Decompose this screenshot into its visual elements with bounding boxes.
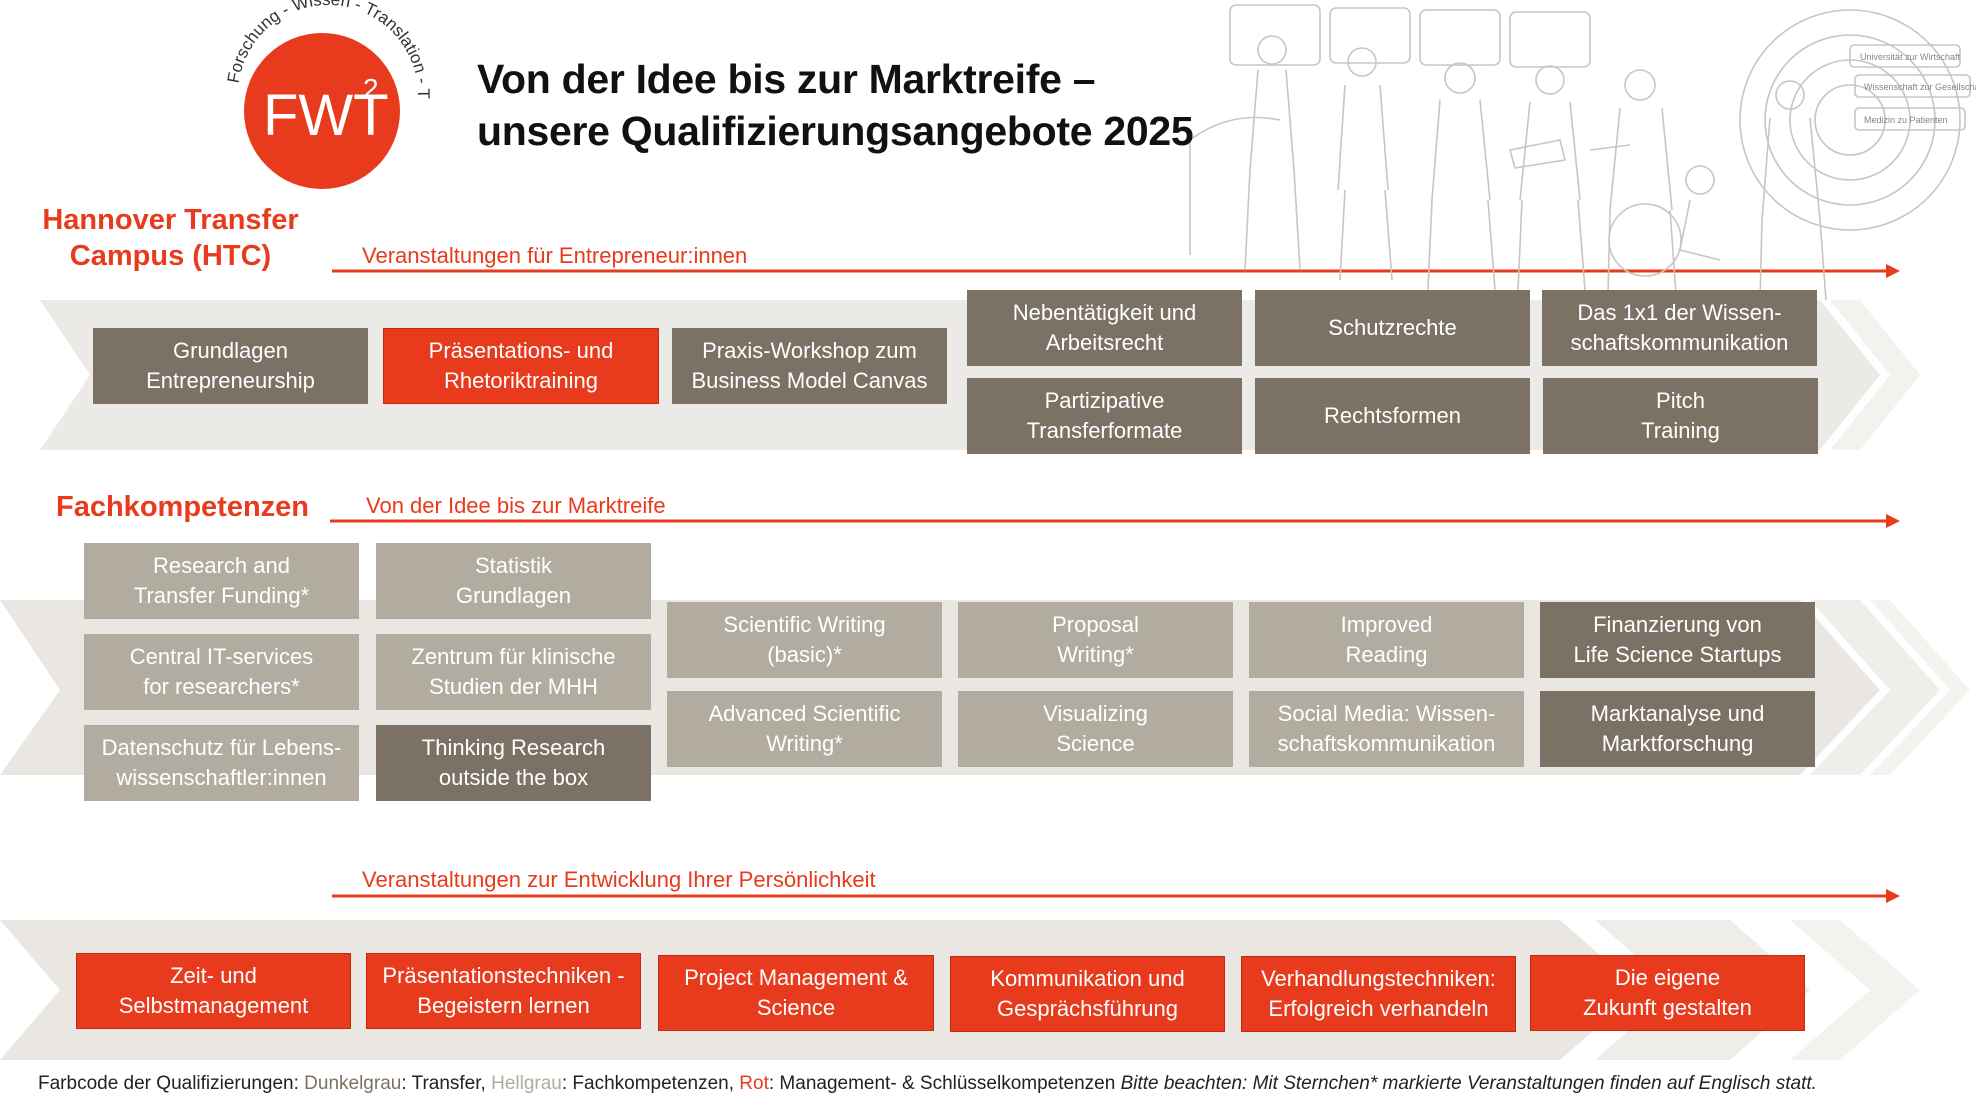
legend-prefix: Farbcode der Qualifizierungen: — [38, 1073, 305, 1094]
htc-title-line-2: Campus (HTC) — [69, 240, 272, 272]
course-rechtsformen[interactable]: Rechtsformen — [1255, 378, 1530, 454]
htc-section-title: Hannover Transfer Campus (HTC) — [28, 202, 313, 274]
htc-track-label: Veranstaltungen für Entrepreneur:innen — [362, 243, 748, 268]
logo-letters: FWT — [263, 83, 389, 148]
course-project-management[interactable]: Project Management & Science — [658, 955, 934, 1031]
page-title: Von der Idee bis zur Marktreife – unsere… — [477, 53, 1237, 157]
course-kommunikation[interactable]: Kommunikation und Gesprächsführung — [950, 956, 1225, 1032]
course-verhandlungstechniken[interactable]: Verhandlungstechniken: Erfolgreich verha… — [1241, 956, 1516, 1032]
legend-red-desc: : Management- & Schlüsselkompetenzen — [768, 1073, 1121, 1094]
fach-section-title: Fachkompetenzen — [56, 491, 309, 523]
course-datenschutz[interactable]: Datenschutz für Lebens- wissenschaftler:… — [84, 725, 359, 801]
course-visualizing-science[interactable]: Visualizing Science — [958, 691, 1233, 767]
legend-light-gray: Hellgrau — [491, 1073, 562, 1094]
htc-title-line-1: Hannover Transfer — [42, 204, 299, 236]
course-nebentaetigkeit-arbeitsrecht[interactable]: Nebentätigkeit und Arbeitsrecht — [967, 290, 1242, 366]
course-schutzrechte[interactable]: Schutzrechte — [1255, 290, 1530, 366]
screen-label-3: Medizin zu Patienten — [1864, 115, 1948, 125]
people-illustration — [1189, 4, 1971, 301]
personal-track-label: Veranstaltungen zur Entwicklung Ihrer Pe… — [362, 867, 876, 892]
title-line-1: Von der Idee bis zur Marktreife – — [477, 56, 1096, 102]
course-pitch-training[interactable]: Pitch Training — [1543, 378, 1818, 454]
asterisk-note: Bitte beachten: Mit Sternchen* markierte… — [1120, 1073, 1817, 1094]
screen-label-1: Universität zur Wirtschaft — [1860, 52, 1961, 62]
title-line-2: unsere Qualifizierungsangebote 2025 — [477, 108, 1194, 154]
course-social-media[interactable]: Social Media: Wissen- schaftskommunikati… — [1249, 691, 1524, 767]
legend-red: Rot — [739, 1073, 769, 1094]
course-central-it-services[interactable]: Central IT-services for researchers* — [84, 634, 359, 710]
course-scientific-writing-basic[interactable]: Scientific Writing (basic)* — [667, 602, 942, 678]
legend-dark-gray: Dunkelgrau — [304, 1073, 402, 1094]
course-partizipative-transferformate[interactable]: Partizipative Transferformate — [967, 378, 1242, 454]
course-proposal-writing[interactable]: Proposal Writing* — [958, 602, 1233, 678]
screen-label-2: Wissenschaft zur Gesellschaft — [1864, 82, 1976, 92]
course-praesentations-rhetoriktraining[interactable]: Präsentations- und Rhetoriktraining — [383, 328, 659, 404]
course-eigene-zukunft[interactable]: Die eigene Zukunft gestalten — [1530, 955, 1805, 1031]
course-advanced-scientific-writing[interactable]: Advanced Scientific Writing* — [667, 691, 942, 767]
illustration-screen-labels: Universität zur Wirtschaft Wissenschaft … — [1860, 52, 1976, 125]
legend-dark-desc: : Transfer, — [401, 1073, 492, 1094]
course-thinking-research[interactable]: Thinking Research outside the box — [376, 725, 651, 801]
color-legend-footer: Farbcode der Qualifizierungen: Dunkelgra… — [38, 1072, 1817, 1096]
fach-track-label: Von der Idee bis zur Marktreife — [366, 493, 666, 518]
course-wissenschaftskommunikation-1x1[interactable]: Das 1x1 der Wissen- schaftskommunikation — [1542, 290, 1817, 366]
course-research-transfer-funding[interactable]: Research and Transfer Funding* — [84, 543, 359, 619]
course-grundlagen-entrepreneurship[interactable]: Grundlagen Entrepreneurship — [93, 328, 368, 404]
logo-circle — [244, 33, 400, 189]
course-statistik-grundlagen[interactable]: Statistik Grundlagen — [376, 543, 651, 619]
course-finanzierung-startups[interactable]: Finanzierung von Life Science Startups — [1540, 602, 1815, 678]
course-improved-reading[interactable]: Improved Reading — [1249, 602, 1524, 678]
logo-superscript: 2 — [363, 73, 379, 104]
course-marktanalyse[interactable]: Marktanalyse und Marktforschung — [1540, 691, 1815, 767]
course-business-model-canvas[interactable]: Praxis-Workshop zum Business Model Canva… — [672, 328, 947, 404]
course-praesentationstechniken[interactable]: Präsentationstechniken - Begeistern lern… — [366, 953, 641, 1029]
course-zeit-selbstmanagement[interactable]: Zeit- und Selbstmanagement — [76, 953, 351, 1029]
fwt2-logo: Forschung - Wissen - Translation - Trans… — [0, 0, 433, 189]
course-zentrum-klinische-studien[interactable]: Zentrum für klinische Studien der MHH — [376, 634, 651, 710]
legend-light-desc: : Fachkompetenzen, — [561, 1073, 740, 1094]
